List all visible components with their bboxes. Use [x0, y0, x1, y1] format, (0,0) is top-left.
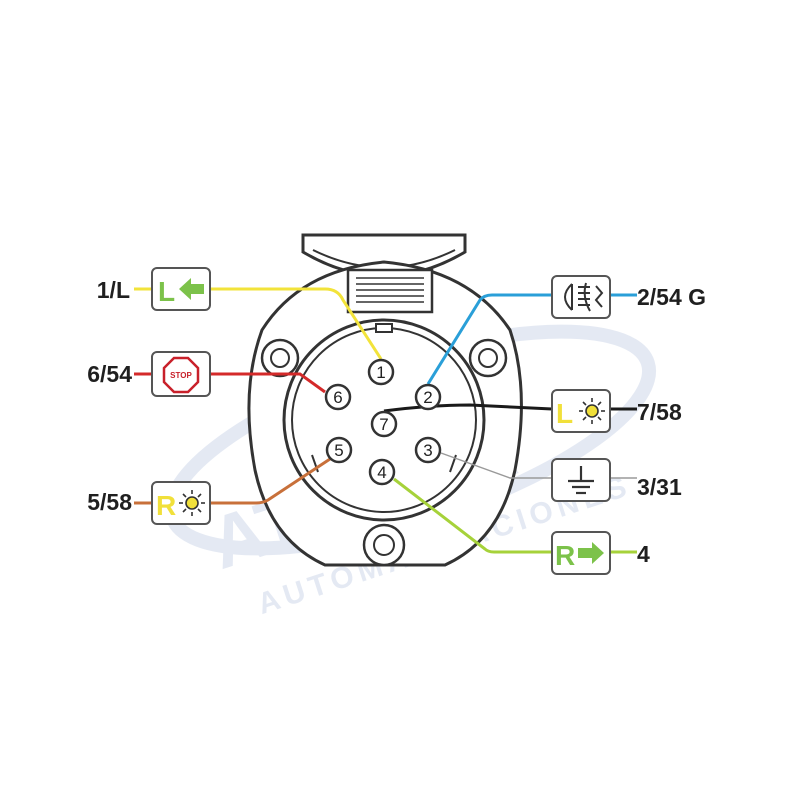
- pin-number-4: 4: [377, 463, 386, 482]
- box-letter-r-5: R: [156, 490, 176, 521]
- pin-socket-4: [368, 458, 396, 486]
- wire-pin-1: [210, 287, 383, 360]
- pin-label-3: 3/31: [637, 474, 682, 500]
- mounting-hole-right: [468, 338, 508, 378]
- mounting-hole-bottom: [362, 523, 406, 567]
- icon-box-1: L: [151, 267, 211, 311]
- pin-label-5: 5/58: [87, 489, 132, 515]
- wire-pin-2: [426, 293, 637, 385]
- pin-4: 4: [368, 458, 396, 486]
- mounting-hole-left: [260, 338, 300, 378]
- pin-socket-5: [325, 436, 353, 464]
- icon-box-6: STOP: [151, 351, 211, 397]
- ground-icon: [568, 466, 594, 495]
- pin-1: 1: [367, 358, 395, 386]
- pins: 1 2 3 4 5 6 7: [324, 358, 442, 486]
- icon-box-7: L: [551, 389, 611, 433]
- box-letter-l-7: L: [556, 398, 573, 429]
- pin-number-5: 5: [334, 441, 343, 460]
- wire-pin-5: [134, 457, 331, 505]
- pin-label-2: 2/54 G: [637, 284, 707, 310]
- pin-7: 7: [370, 410, 398, 438]
- pin-number-1: 1: [376, 363, 385, 382]
- icon-box-3: [551, 458, 611, 502]
- pin-6: 6: [324, 383, 352, 411]
- stop-text: STOP: [170, 371, 192, 380]
- pin-socket-3: [414, 436, 442, 464]
- pin-3: 3: [414, 436, 442, 464]
- pin-socket-7: [370, 410, 398, 438]
- pin-label-4: 4: [637, 541, 650, 567]
- pin-socket-2: [414, 383, 442, 411]
- fog-light-icon: [564, 282, 604, 312]
- icon-box-4: R: [551, 531, 611, 575]
- pin-number-3: 3: [423, 441, 432, 460]
- wire-pin-6: [134, 372, 326, 394]
- pin-label-1: 1/L: [96, 277, 130, 303]
- pin-label-6: 6/54: [87, 361, 132, 387]
- pin-label-7: 7/58: [637, 399, 682, 425]
- position-light-icon: [579, 398, 605, 424]
- icon-boxes: L STOP R: [151, 267, 611, 575]
- pin-socket-6: [324, 383, 352, 411]
- wire-pin-3: [440, 452, 637, 479]
- pin-socket-1: [367, 358, 395, 386]
- box-letter-l-1: L: [158, 276, 175, 307]
- box-letter-r-4: R: [555, 540, 575, 571]
- pin-number-7: 7: [379, 415, 388, 434]
- icon-box-2: [551, 275, 611, 319]
- wire-pin-4: [393, 477, 637, 554]
- left-arrow-icon: [179, 278, 204, 300]
- position-light-icon: [179, 490, 205, 516]
- pin-number-2: 2: [423, 388, 432, 407]
- stop-icon: [162, 356, 200, 394]
- socket-key: [375, 323, 393, 333]
- icon-box-5: R: [151, 481, 211, 525]
- right-arrow-icon: [578, 542, 604, 564]
- pin-2: 2: [414, 383, 442, 411]
- pin-number-6: 6: [333, 388, 342, 407]
- hinge-block: [346, 268, 434, 314]
- connector-body: [247, 233, 523, 567]
- pin-5: 5: [325, 436, 353, 464]
